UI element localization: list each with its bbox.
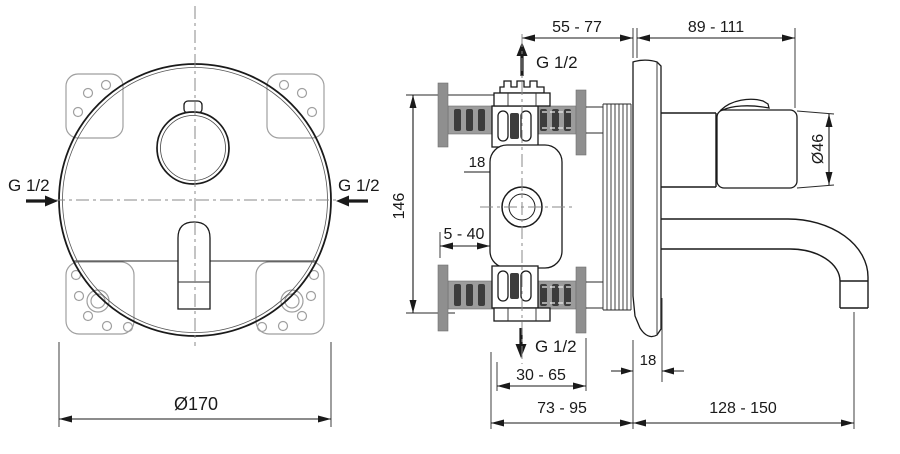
wall-escutcheon [632,59,662,338]
dim-clamp-range-30-65: 30 - 65 [496,338,587,391]
dim-spout-projection-128-150: 128 - 150 [633,312,855,429]
dim-trim-depth-label: 89 - 111 [688,19,744,36]
dim-handle-diameter-46: Ø46 [796,110,835,189]
front-centerlines [52,6,340,346]
port-left: G 1/2 [8,176,58,207]
inlet-bottom [437,264,603,334]
valve-body [480,144,572,269]
port-left-label: G 1/2 [8,176,50,195]
dim-handle-diameter-label: Ø46 [810,134,827,164]
dim-wall-thickness-label: 5 - 40 [444,226,485,243]
spout-opening [177,221,211,310]
dim-diameter-label: Ø170 [174,394,218,414]
dim-escutcheon-depth-18: 18 [611,298,684,382]
handle-opening [156,100,230,185]
dim-body-recess-label: 55 - 77 [552,19,602,36]
dim-diameter-170: Ø170 [58,342,332,427]
dim-port-spacing-label: 146 [391,193,408,220]
inlet-top [437,80,603,156]
side-view: 146 G 1/2 [391,19,869,429]
dim-spout-projection-label: 128 - 150 [709,400,777,417]
dim-wall-thickness-5-40: 5 - 40 [439,226,490,258]
mounting-plate-top-right [266,73,325,139]
dim-inlet-offset-label: 18 [469,154,486,171]
mounting-plate-bottom-left [65,261,135,335]
front-view: G 1/2 G 1/2 Ø170 [8,6,380,427]
port-bottom-arrow-icon [515,344,527,358]
dim-clamp-range-label: 30 - 65 [516,367,566,384]
port-bottom-label: G 1/2 [535,337,577,356]
port-right-arrow-icon [336,195,349,207]
dim-escutcheon-depth-label: 18 [640,352,657,369]
dim-rough-in-label: 73 - 95 [537,400,587,417]
dim-body-recess-55-77: 55 - 77 [522,19,634,58]
inlet-bottom-flange-left [437,264,449,332]
port-top-label: G 1/2 [536,53,578,72]
port-left-arrow-icon [45,195,58,207]
handle-knob [716,109,798,189]
port-top: G 1/2 [516,42,578,76]
dim-port-spacing-146: 146 [391,94,520,314]
port-bottom: G 1/2 [515,328,577,358]
mounting-plate-top-left [65,73,124,139]
port-right: G 1/2 [336,176,380,207]
dim-trim-depth-89-111: 89 - 111 [636,19,796,108]
dim-rough-in-73-95: 73 - 95 [490,340,634,429]
port-right-label: G 1/2 [338,176,380,195]
inlet-bottom-flange-right [575,266,587,334]
inlet-top-flange-right [575,89,587,156]
spout [661,218,869,309]
port-top-arrow-icon [516,42,528,56]
handle-lever [719,98,770,111]
inlet-top-flange-left [437,82,449,148]
mounting-plate-bottom-right [255,261,325,335]
handle [716,98,798,189]
cartridge-housing [661,112,717,188]
threaded-sleeve [602,103,632,311]
